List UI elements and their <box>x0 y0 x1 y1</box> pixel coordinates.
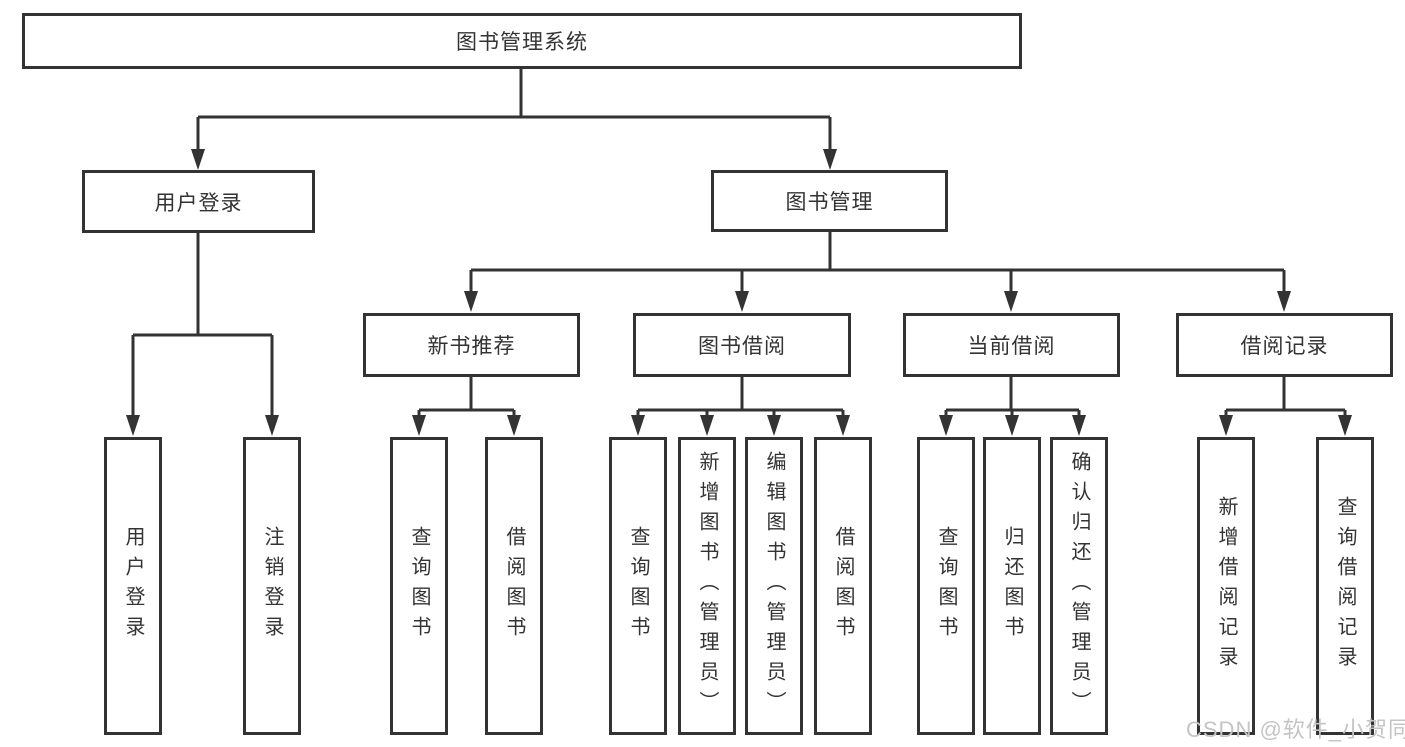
connector-book-management-children <box>464 232 1291 312</box>
csdn-watermark: CSDN @软件_小贺同学 <box>1186 717 1405 742</box>
connector-current-borrowing-children <box>939 377 1086 436</box>
leaf-current-return-book: 归还图书 <box>983 437 1041 735</box>
leaf-current-confirm-return-admin: 确认归还（管理员） <box>1050 437 1108 735</box>
connector-new-book-recommend-children <box>412 377 521 436</box>
leaf-borrowing-add-book-admin: 新增图书（管理员） <box>678 437 736 735</box>
leaf-records-query-record: 查询借阅记录 <box>1316 437 1374 735</box>
node-user-login: 用户登录 <box>82 170 315 233</box>
leaf-borrowing-edit-book-admin: 编辑图书（管理员） <box>745 437 803 735</box>
connector-user-login-children <box>126 233 279 436</box>
node-book-management: 图书管理 <box>711 170 948 232</box>
leaf-borrowing-borrow-book: 借阅图书 <box>814 437 872 735</box>
leaf-recommend-borrow-book: 借阅图书 <box>485 437 543 735</box>
leaf-recommend-query-book: 查询图书 <box>390 437 448 735</box>
leaf-user-login: 用户登录 <box>104 437 162 735</box>
node-borrowing-records: 借阅记录 <box>1176 313 1393 377</box>
node-book-borrowing: 图书借阅 <box>633 313 851 377</box>
connector-book-borrowing-children <box>631 377 850 436</box>
node-root-system: 图书管理系统 <box>22 13 1022 69</box>
leaf-logout: 注销登录 <box>243 437 301 735</box>
leaf-records-add-record: 新增借阅记录 <box>1197 437 1255 735</box>
node-current-borrowing: 当前借阅 <box>903 313 1120 377</box>
leaf-borrowing-query-book: 查询图书 <box>609 437 667 735</box>
node-new-book-recommend: 新书推荐 <box>363 313 580 377</box>
connector-root-to-level2 <box>191 69 837 170</box>
connector-borrowing-records-children <box>1219 377 1352 436</box>
leaf-current-query-book: 查询图书 <box>917 437 975 735</box>
